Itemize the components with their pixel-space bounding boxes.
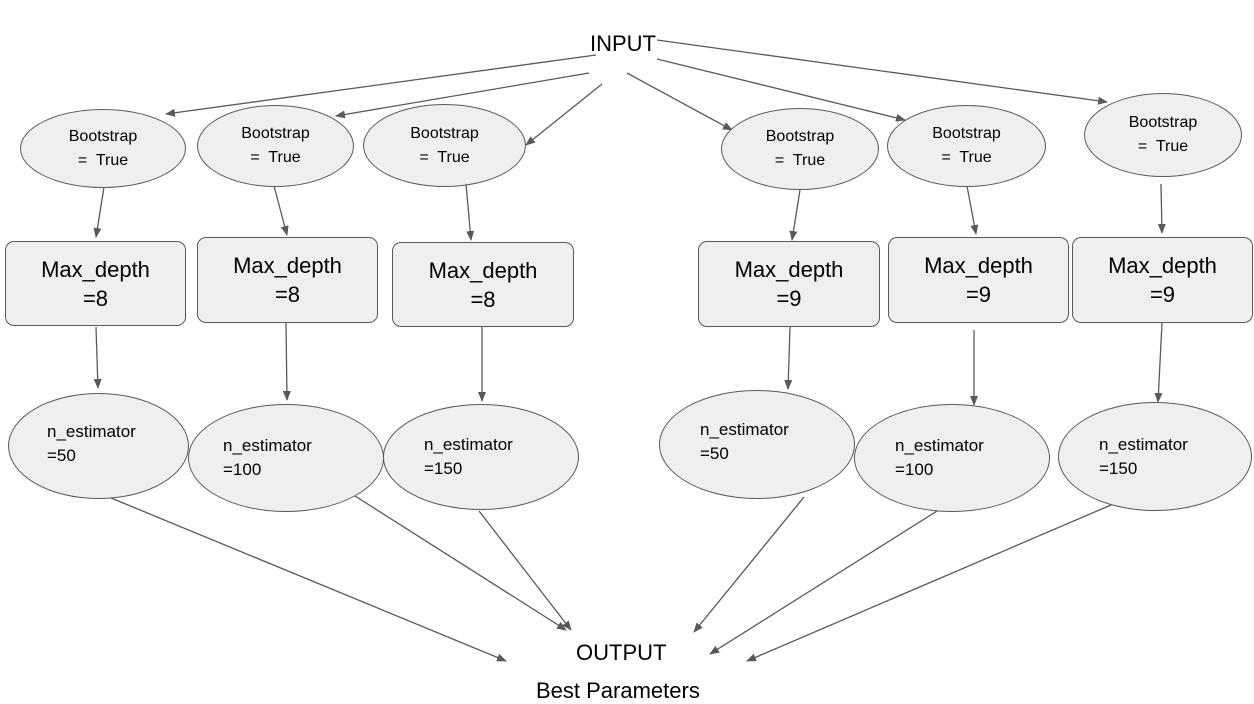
bootstrap-value: = True <box>774 152 826 169</box>
bootstrap-node-2: Bootstrap = True <box>197 105 354 187</box>
bootstrap-node-5: Bootstrap = True <box>887 105 1046 187</box>
bootstrap-value: = True <box>941 149 992 166</box>
output-label: OUTPUT <box>576 640 667 665</box>
connector-arrow <box>1154 322 1163 403</box>
connector-arrow <box>746 504 1112 662</box>
connector-arrow <box>525 83 603 146</box>
max-depth-value: =9 <box>965 282 992 307</box>
n-estimator-label: n_estimator <box>47 422 136 441</box>
max-depth-label: Max_depth <box>428 257 538 283</box>
max-depth-label: Max_depth <box>734 257 844 282</box>
bootstrap-node-1: Bootstrap = True <box>20 109 186 188</box>
bootstrap-node-6: Bootstrap = True <box>1084 93 1242 177</box>
n-estimator-value: =150 <box>424 459 463 478</box>
connector-arrow <box>165 54 597 117</box>
max-depth-label: Max_depth <box>233 253 342 278</box>
max-depth-label: Max_depth <box>41 256 150 282</box>
bootstrap-value: = True <box>77 151 129 169</box>
n-estimator-node-3: n_estimator =150 <box>383 404 579 510</box>
max-depth-node-5: Max_depth =9 <box>888 237 1069 323</box>
max-depth-value: =8 <box>470 286 496 312</box>
bootstrap-label: Bootstrap <box>765 128 835 145</box>
max-depth-value: =8 <box>274 282 301 307</box>
bootstrap-node-4: Bootstrap = True <box>721 108 879 190</box>
connector-arrow <box>93 326 102 389</box>
max-depth-node-1: Max_depth =8 <box>5 241 186 326</box>
max-depth-node-6: Max_depth =9 <box>1072 237 1253 323</box>
bootstrap-label: Bootstrap <box>410 124 479 142</box>
connector-arrow <box>93 186 105 238</box>
max-depth-value: =8 <box>82 285 109 311</box>
bootstrap-label: Bootstrap <box>932 125 1001 142</box>
connector-arrow <box>1157 183 1166 234</box>
bootstrap-value: = True <box>419 148 470 166</box>
max-depth-value: =9 <box>776 286 802 311</box>
connector-arrow <box>789 189 801 241</box>
output-sublabel: Best Parameters <box>536 678 700 703</box>
n-estimator-value: =100 <box>223 460 262 479</box>
input-label: INPUT <box>590 31 656 56</box>
bootstrap-value: = True <box>250 149 301 166</box>
connector-arrow <box>282 322 291 401</box>
max-depth-label: Max_depth <box>924 253 1033 278</box>
bootstrap-label: Bootstrap <box>241 125 310 142</box>
max-depth-node-2: Max_depth =8 <box>197 237 378 323</box>
n-estimator-node-1: n_estimator =50 <box>8 393 189 499</box>
connector-arrow <box>465 183 475 241</box>
max-depth-node-4: Max_depth =9 <box>698 241 880 327</box>
n-estimator-value: =50 <box>700 443 729 463</box>
max-depth-label: Max_depth <box>1108 253 1217 278</box>
n-estimator-value: =100 <box>895 460 934 479</box>
bootstrap-node-3: Bootstrap = True <box>363 104 526 187</box>
connector-arrow <box>966 185 979 235</box>
bootstrap-label: Bootstrap <box>1128 114 1198 131</box>
connector-arrow <box>784 326 793 390</box>
n-estimator-label: n_estimator <box>1099 434 1188 454</box>
connector-arrow <box>709 505 946 655</box>
max-depth-node-3: Max_depth =8 <box>392 242 574 327</box>
connector-arrow <box>693 496 805 633</box>
n-estimator-node-5: n_estimator =100 <box>854 404 1050 512</box>
connector-arrow <box>478 510 572 631</box>
n-estimator-node-4: n_estimator =50 <box>659 390 855 499</box>
connector-arrow <box>335 72 590 119</box>
bootstrap-value: = True <box>1137 138 1189 155</box>
n-estimator-label: n_estimator <box>895 436 984 455</box>
bootstrap-label: Bootstrap <box>68 127 138 145</box>
n-estimator-label: n_estimator <box>424 435 513 454</box>
n-estimator-label: n_estimator <box>223 436 312 455</box>
connector-arrow <box>273 185 289 236</box>
n-estimator-node-2: n_estimator =100 <box>188 404 384 512</box>
n-estimator-value: =150 <box>1099 458 1138 478</box>
connector-arrow <box>354 495 567 631</box>
n-estimator-value: =50 <box>47 446 76 465</box>
max-depth-value: =9 <box>1149 282 1176 307</box>
n-estimator-label: n_estimator <box>700 419 789 439</box>
connector-arrow <box>110 497 507 662</box>
connector-arrow <box>626 72 733 131</box>
connector-arrow <box>656 58 906 122</box>
connector-arrow <box>656 39 1108 105</box>
n-estimator-node-6: n_estimator =150 <box>1058 402 1252 511</box>
